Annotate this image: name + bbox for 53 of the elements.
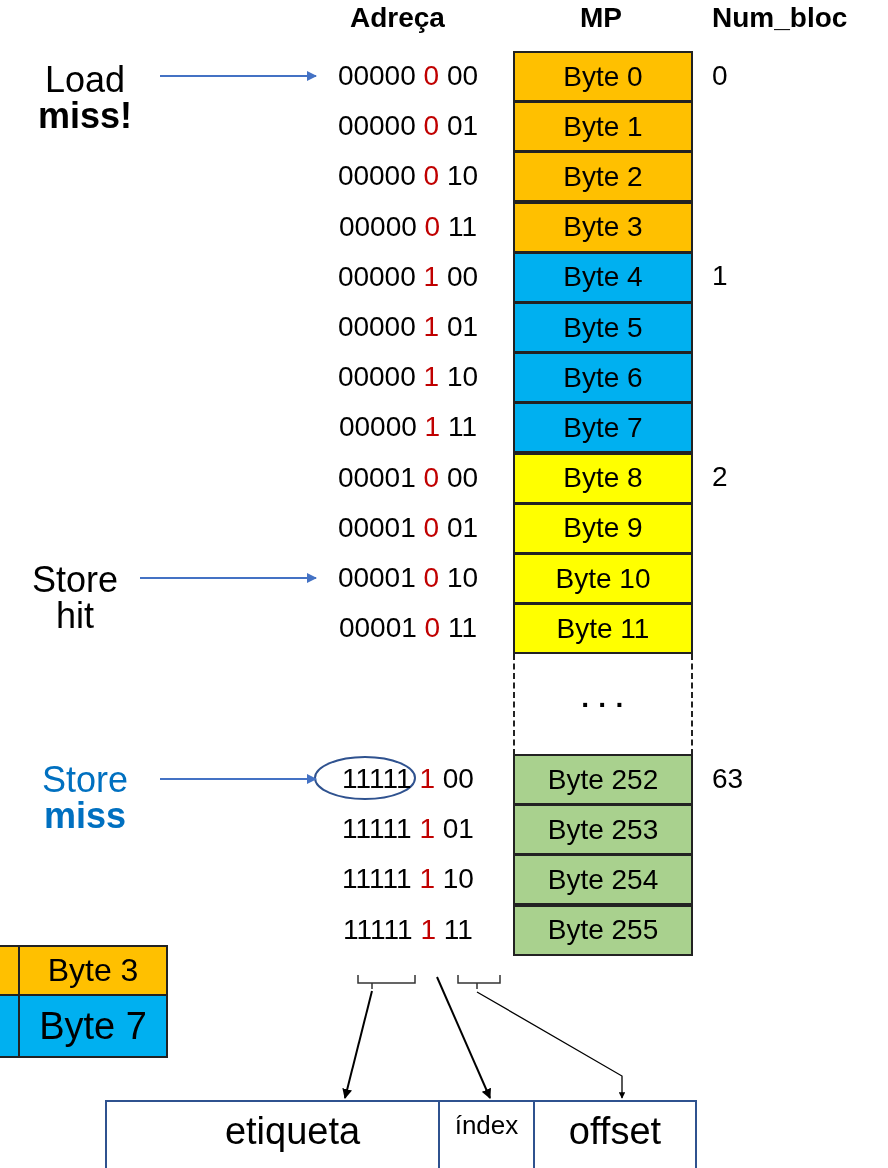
address-text: 00000 0 11 bbox=[318, 201, 498, 252]
address-text: 00000 1 10 bbox=[318, 352, 498, 403]
column-header: Num_bloc bbox=[712, 2, 848, 34]
memory-cell: Byte 7 bbox=[18, 994, 168, 1058]
arrow bbox=[159, 71, 317, 81]
address-text: 00000 0 01 bbox=[318, 101, 498, 152]
column-header: Adreça bbox=[350, 2, 445, 34]
block-number: 2 bbox=[712, 461, 728, 493]
action-label: Load miss! bbox=[10, 58, 160, 138]
memory-cell: Byte 253 bbox=[513, 804, 693, 856]
address-text: 11111 1 00 bbox=[318, 754, 498, 804]
memory-cell: Byte 3 bbox=[513, 201, 693, 253]
memory-cell: Byte 1 bbox=[513, 101, 693, 153]
address-text: 00000 1 11 bbox=[318, 402, 498, 453]
arrow bbox=[476, 991, 626, 1099]
block-number: 1 bbox=[712, 260, 728, 292]
action-label: Store hit bbox=[10, 558, 140, 638]
address-field: offset bbox=[533, 1100, 697, 1168]
memory-cell: Byte 254 bbox=[513, 854, 693, 906]
memory-cell: Byte 8 bbox=[513, 452, 693, 504]
memory-cell: Byte 7 bbox=[513, 402, 693, 454]
arrow bbox=[342, 990, 373, 1099]
arrow bbox=[159, 774, 317, 784]
memory-cell bbox=[0, 994, 20, 1058]
memory-cell: Byte 0 bbox=[513, 51, 693, 102]
address-text: 11111 1 11 bbox=[318, 904, 498, 955]
address-text: 00001 0 11 bbox=[318, 603, 498, 654]
memory-cell: Byte 252 bbox=[513, 754, 693, 805]
address-field: etiqueta bbox=[105, 1100, 440, 1168]
memory-cell: Byte 255 bbox=[513, 904, 693, 956]
memory-cell: Byte 4 bbox=[513, 251, 693, 303]
address-text: 00000 0 10 bbox=[318, 151, 498, 202]
arrow bbox=[139, 573, 317, 583]
address-text: 11111 1 01 bbox=[318, 804, 498, 855]
memory-cell: Byte 2 bbox=[513, 151, 693, 203]
address-text: 00000 0 00 bbox=[318, 51, 498, 101]
block-number: 63 bbox=[712, 763, 744, 795]
address-text: 00001 0 01 bbox=[318, 502, 498, 553]
action-label: Store miss bbox=[10, 758, 160, 838]
memory-cell: Byte 5 bbox=[513, 302, 693, 353]
memory-cell: Byte 3 bbox=[18, 945, 168, 996]
column-header: MP bbox=[580, 2, 622, 34]
address-text: 00001 0 10 bbox=[318, 553, 498, 603]
memory-cell: Byte 6 bbox=[513, 352, 693, 404]
arrow bbox=[436, 976, 491, 1099]
memory-cell: Byte 11 bbox=[513, 603, 693, 655]
address-text: 00000 1 01 bbox=[318, 302, 498, 352]
address-text: 00000 1 00 bbox=[318, 251, 498, 302]
block-number: 0 bbox=[712, 60, 728, 92]
memory-cell: Byte 10 bbox=[513, 553, 693, 604]
address-text: 11111 1 10 bbox=[318, 854, 498, 905]
memory-cell: Byte 9 bbox=[513, 502, 693, 554]
address-text: 00001 0 00 bbox=[318, 452, 498, 503]
